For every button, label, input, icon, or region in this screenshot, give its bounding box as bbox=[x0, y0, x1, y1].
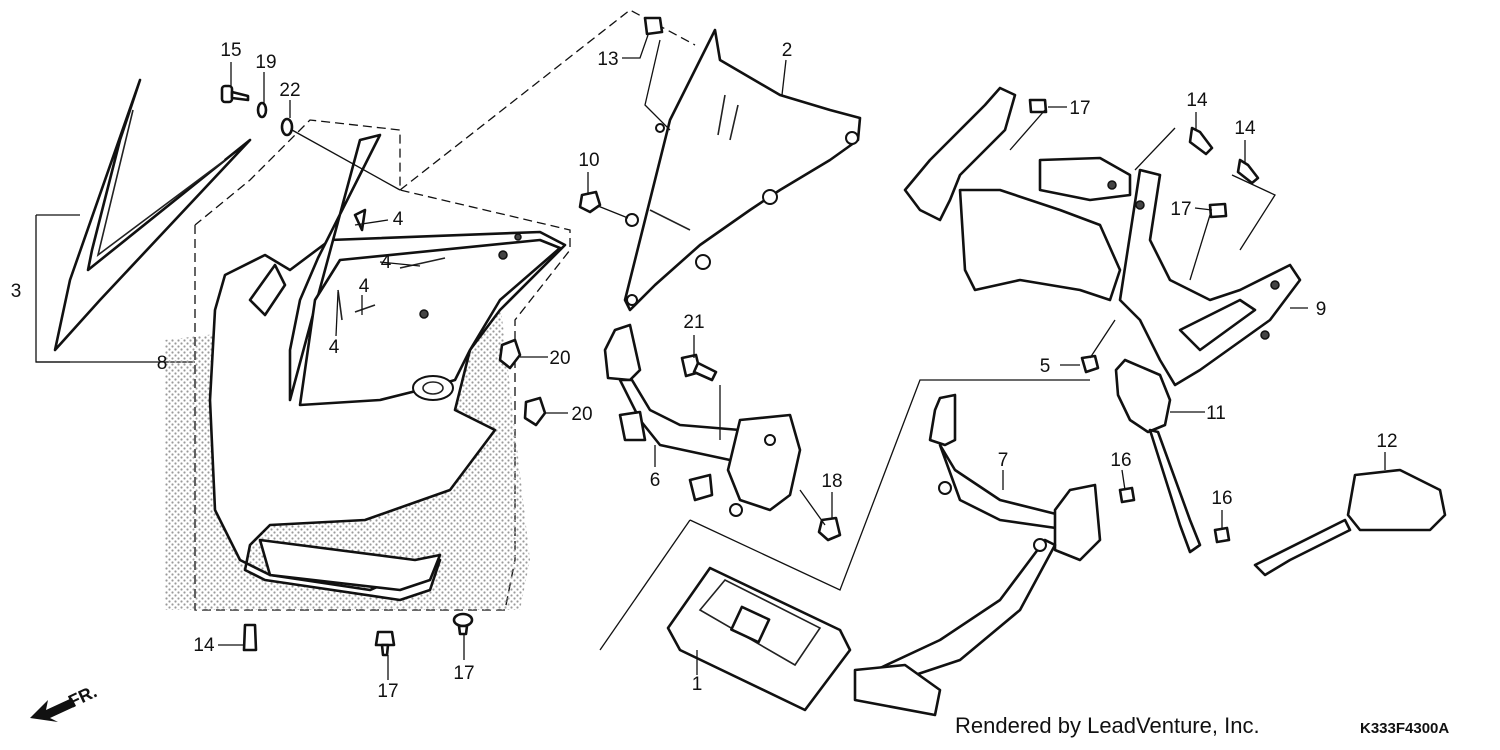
bolt-13-part bbox=[643, 16, 664, 36]
bracket-line-1 bbox=[689, 379, 1090, 591]
callout-11: 11 bbox=[1206, 403, 1226, 424]
stripe-decal-part bbox=[53, 78, 252, 352]
callout-2: 2 bbox=[782, 40, 793, 61]
callout-14b: 14 bbox=[1234, 118, 1256, 139]
screw-17-lower-b-part bbox=[452, 612, 474, 636]
clip-20-lower-part bbox=[523, 396, 547, 427]
credit-text: Rendered by LeadVenture, Inc. bbox=[955, 713, 1260, 738]
leader-5 bbox=[1089, 319, 1116, 359]
grommet-14-lower-part bbox=[242, 623, 258, 652]
callout-17c: 17 bbox=[377, 681, 398, 702]
bracket-group-3-8 bbox=[35, 214, 195, 363]
leader-14-upper-b bbox=[1231, 174, 1276, 251]
screw-17-upper-b-part bbox=[1208, 202, 1228, 219]
callout-16a: 16 bbox=[1110, 450, 1131, 471]
mirror-left-part bbox=[1253, 468, 1447, 577]
leader-14-upper bbox=[1134, 127, 1176, 171]
clip-20-upper-part bbox=[498, 338, 522, 370]
bolt-21-part bbox=[680, 353, 718, 382]
callout-7: 7 bbox=[998, 450, 1009, 471]
callout-4c: 4 bbox=[359, 276, 370, 297]
leader-17-upper-b bbox=[1189, 214, 1211, 281]
bolt-16-a-part bbox=[1118, 486, 1136, 504]
grommet-14-upper-a-part bbox=[1188, 126, 1214, 156]
license-bracket-part bbox=[666, 566, 852, 712]
leader-22 bbox=[291, 129, 401, 191]
mirror-right-part bbox=[1114, 358, 1202, 554]
grommet-14-upper-b-part bbox=[1236, 158, 1260, 185]
screw-17-lower-a-part bbox=[374, 630, 396, 657]
washer-22-part bbox=[280, 117, 294, 137]
leader-18 bbox=[799, 489, 826, 526]
callout-10: 10 bbox=[578, 150, 599, 171]
callout-20a: 20 bbox=[549, 348, 570, 369]
callout-numbers: 1 2 3 4 4 4 4 5 6 7 8 9 10 11 12 13 14 1… bbox=[11, 40, 1398, 702]
callout-19: 19 bbox=[255, 52, 276, 73]
callout-14a: 14 bbox=[1186, 90, 1208, 111]
nut-10-part bbox=[578, 190, 602, 214]
stay-7-part bbox=[853, 393, 1102, 717]
callout-17d: 17 bbox=[453, 663, 474, 684]
callout-12: 12 bbox=[1376, 431, 1397, 452]
callout-21: 21 bbox=[683, 312, 704, 333]
callout-17a: 17 bbox=[1069, 98, 1090, 119]
callout-8: 8 bbox=[157, 353, 168, 374]
callout-20b: 20 bbox=[571, 404, 592, 425]
callout-4b: 4 bbox=[381, 252, 392, 273]
front-indicator: FR. bbox=[30, 681, 100, 722]
callout-14c: 14 bbox=[193, 635, 215, 656]
callout-17b: 17 bbox=[1170, 199, 1191, 220]
callout-5: 5 bbox=[1040, 356, 1051, 377]
callout-22: 22 bbox=[279, 80, 300, 101]
bolt-15-part bbox=[220, 84, 250, 104]
dashed-outline-8 bbox=[194, 9, 696, 611]
cowl-main-part bbox=[165, 133, 567, 610]
leader-17-upper bbox=[1009, 109, 1046, 151]
leader-6-to-1 bbox=[599, 519, 691, 651]
callout-13: 13 bbox=[597, 49, 618, 70]
bolt-16-b-part bbox=[1213, 526, 1231, 544]
screw-17-upper-a-part bbox=[1028, 98, 1048, 114]
leader-10 bbox=[597, 205, 629, 219]
callout-3: 3 bbox=[11, 281, 22, 302]
callout-1: 1 bbox=[692, 674, 703, 695]
diagram-code: K333F4300A bbox=[1360, 720, 1449, 737]
callout-4d: 4 bbox=[329, 337, 340, 358]
stay-6-part bbox=[603, 323, 802, 517]
washer-19-part bbox=[256, 101, 268, 119]
callout-18: 18 bbox=[821, 471, 842, 492]
callout-leaders bbox=[218, 34, 1386, 680]
nut-5-part bbox=[1080, 354, 1100, 374]
callout-6: 6 bbox=[650, 470, 661, 491]
callout-4a: 4 bbox=[393, 209, 404, 230]
leader-13 bbox=[644, 39, 671, 131]
callout-16b: 16 bbox=[1211, 488, 1232, 509]
windscreen-part bbox=[623, 28, 862, 312]
inner-panel-part bbox=[903, 86, 1302, 387]
callout-9: 9 bbox=[1316, 299, 1327, 320]
callout-15: 15 bbox=[220, 40, 241, 61]
